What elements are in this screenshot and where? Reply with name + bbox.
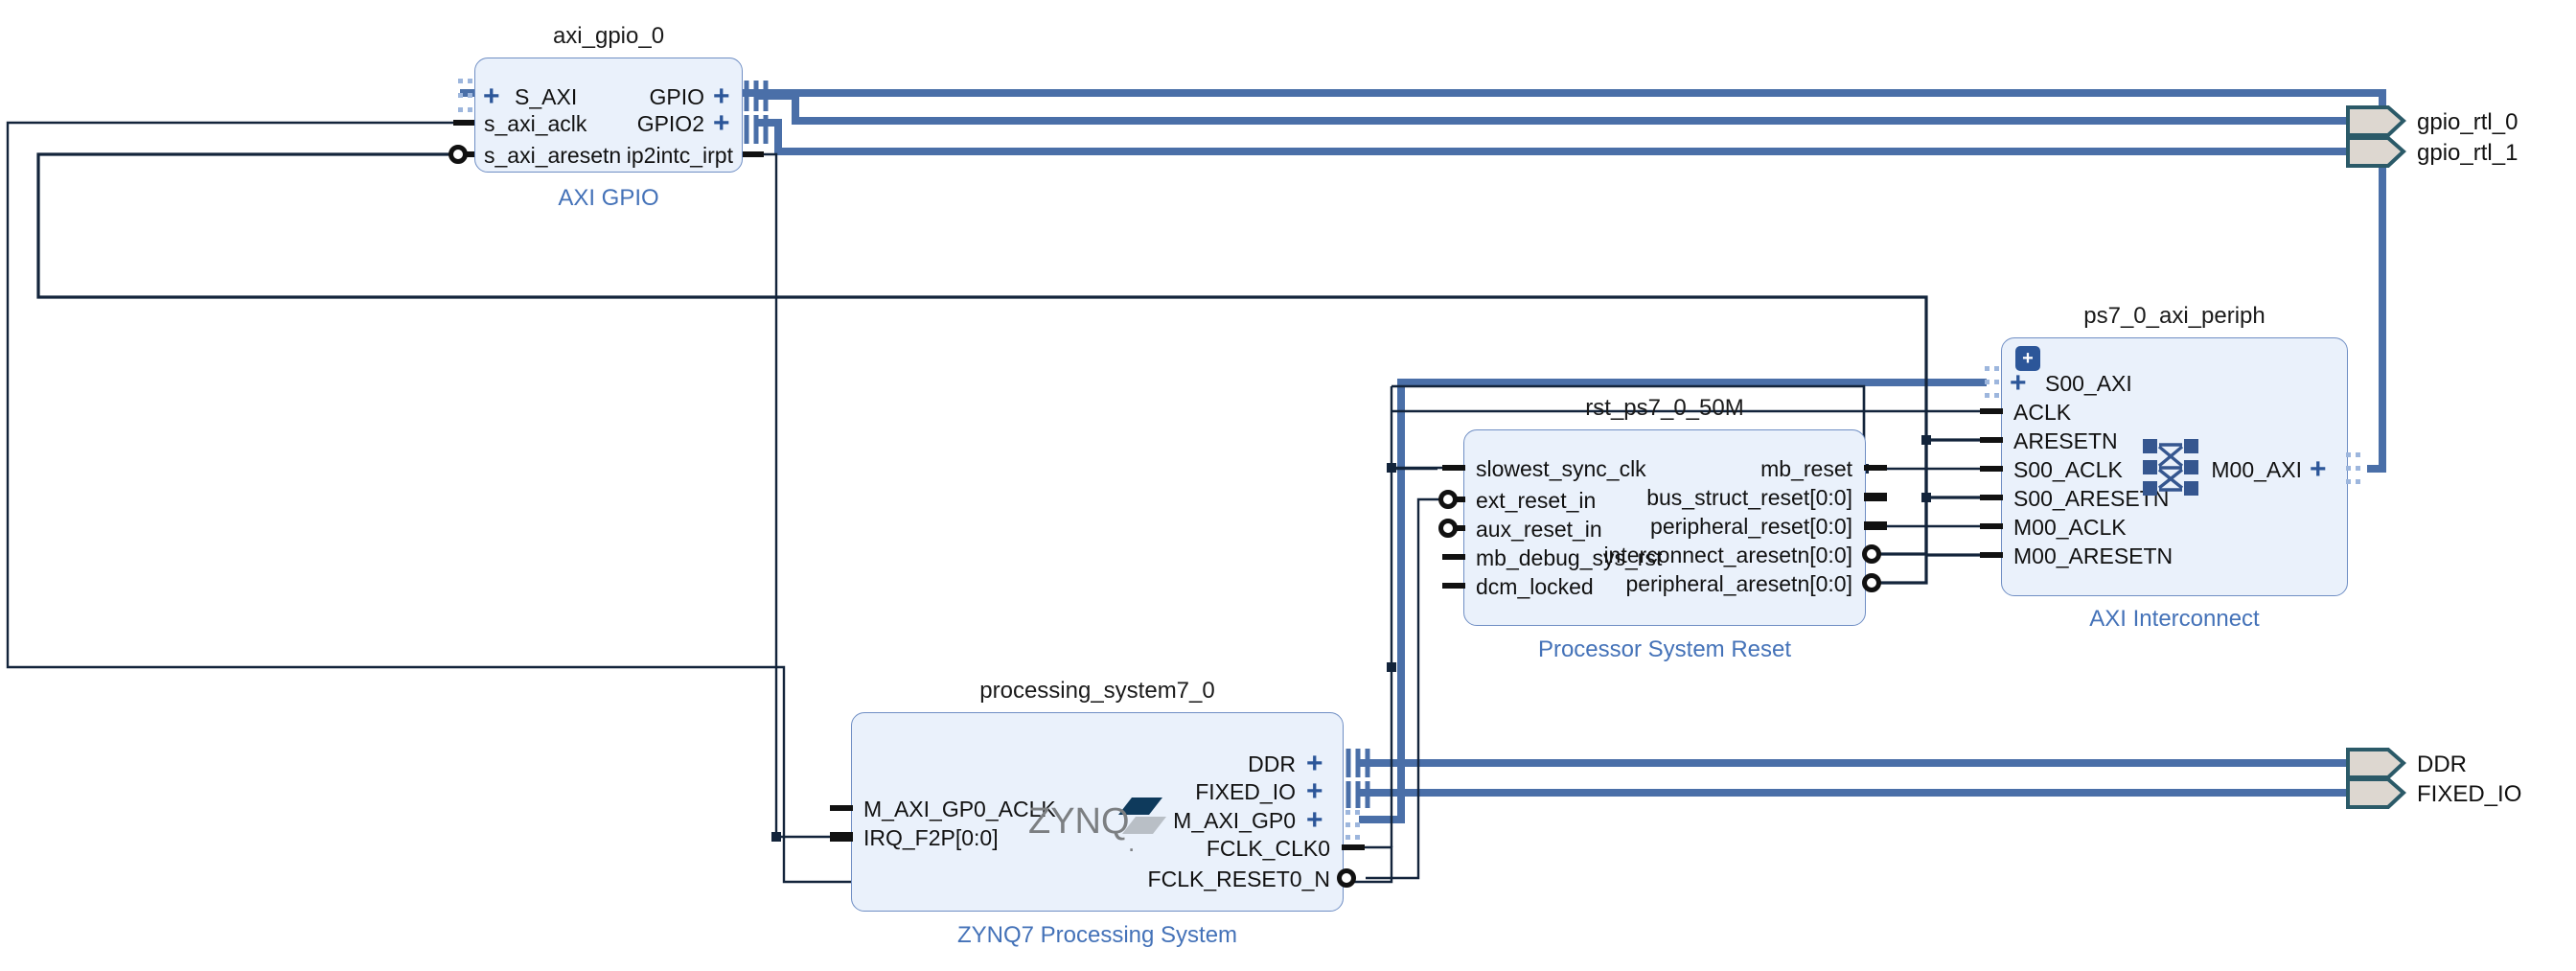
pin-marker-ext-reset-in [1438,490,1465,509]
crossbar-icon [2143,439,2198,496]
block-title-rst-ps7-0-50m: rst_ps7_0_50M [1585,395,1744,421]
pin-label-aux-reset-in: aux_reset_in [1476,517,1602,542]
pin-label-aclk: ACLK [2013,400,2072,425]
ext-port-label-gpio-rtl-0: gpio_rtl_0 [2417,109,2518,135]
pin-label-s-axi: S_AXI [515,84,578,109]
bus-pin-marker-gpio [744,81,769,111]
bus-pin-marker-ddr [1346,749,1370,777]
pin-marker-slowest-sync-clk [1442,465,1465,471]
ext-port-shape-gpio-rtl-0 [2346,105,2406,137]
plus-icon-fixed-io[interactable]: + [1306,775,1323,807]
pin-label-gpio: GPIO [649,84,704,109]
pin-label-s00-axi: S00_AXI [2045,371,2132,396]
plus-icon-gpio2[interactable]: + [713,107,730,139]
pin-label-m00-aclk: M00_ACLK [2013,515,2127,540]
zynq-logo-mark [1118,798,1166,834]
bus-pin-marker-gpio2 [744,115,769,144]
pin-label-fclk-reset0-n: FCLK_RESET0_N [1147,867,1330,891]
pin-label-gpio2: GPIO2 [636,111,704,136]
plus-icon-ddr[interactable]: + [1306,748,1323,779]
pin-marker-irq-f2p [830,832,853,842]
ext-port-label-ddr: DDR [2417,751,2467,777]
plus-icon-m00-axi[interactable]: + [2310,453,2327,485]
net-ip2intc-irpt-to-irq-f2p [757,152,837,839]
pin-marker-peripheral-aresetn [1862,573,1881,592]
bus-pin-marker-m-axi-gp0 [1346,810,1360,840]
pin-label-fixed-io: FIXED_IO [1195,779,1296,804]
ext-port-shape-ddr [2346,748,2406,779]
ext-port-label-gpio-rtl-1: gpio_rtl_1 [2417,140,2518,166]
plus-icon-s-axi[interactable]: + [483,81,500,112]
pin-marker-s00-aresetn [1980,495,2003,500]
pin-label-aresetn: ARESETN [2013,428,2118,453]
pin-label-s00-aresetn: S00_ARESETN [2013,486,2170,511]
pin-label-mb-debug-sys-rst: mb_debug_sys_rst [1476,545,1663,570]
pin-label-irq-f2p: IRQ_F2P[0:0] [863,825,999,850]
pin-marker-aresetn [1980,437,2003,443]
pin-marker-m00-aclk [1980,523,2003,529]
pin-label-dcm-locked: dcm_locked [1476,574,1594,599]
pin-label-ip2intc-irpt: ip2intc_irpt [626,143,733,168]
block-rst-ps7-0-50m[interactable] [1463,429,1866,626]
net-interconnect-aresetn [1874,438,1987,557]
pin-marker-s00-aclk [1980,466,2003,472]
plus-icon-gpio[interactable]: + [713,81,730,112]
zynq-logo: ZYNQ . [1028,794,1172,857]
block-subtitle-rst-ps7-0-50m: Processor System Reset [1537,636,1792,662]
pin-label-peripheral-reset: peripheral_reset[0:0] [1650,514,1852,539]
pin-marker-aclk [1980,408,2003,414]
pin-label-s-axi-aresetn: s_axi_aresetn [484,143,622,168]
pin-marker-s-axi-aclk [453,120,474,126]
block-subtitle-processing-system7-0: ZYNQ7 Processing System [956,922,1238,948]
pin-label-m-axi-gp0: M_AXI_GP0 [1173,808,1296,833]
net-gpio2-to-gpio-rtl-1 [757,119,2348,155]
expand-hierarchy-button[interactable]: + [2015,346,2040,371]
bus-pin-marker-fixed-io [1346,781,1370,808]
ext-port-shape-fixed-io [2346,777,2406,809]
pin-marker-aux-reset-in [1438,519,1465,538]
block-processing-system7-0[interactable] [851,712,1344,912]
plus-icon-m-axi-gp0[interactable]: + [1306,804,1323,836]
pin-label-interconnect-aresetn: interconnect_aresetn[0:0] [1603,543,1852,567]
pin-label-m00-axi: M00_AXI [2211,457,2302,482]
pin-marker-mb-debug-sys-rst [1442,554,1465,560]
bus-pin-marker-s00-axi [1985,366,1999,398]
pin-label-m00-aresetn: M00_ARESETN [2013,543,2174,568]
bus-pin-marker-s-axi [458,79,472,112]
pin-marker-m-axi-gp0-aclk [830,805,853,811]
pin-marker-m00-aresetn [1980,552,2003,558]
zynq-logo-dot: . [1128,828,1136,857]
pin-label-slowest-sync-clk: slowest_sync_clk [1476,456,1646,481]
pin-marker-dcm-locked [1442,583,1465,589]
pin-label-s-axi-aclk: s_axi_aclk [484,111,587,136]
pin-marker-mb-reset [1864,465,1887,471]
block-title-axi-gpio-0: axi_gpio_0 [552,23,665,49]
pin-label-peripheral-aresetn: peripheral_aresetn[0:0] [1625,571,1852,596]
pin-label-mb-reset: mb_reset [1760,456,1852,481]
zynq-logo-text: ZYNQ [1028,801,1130,842]
pin-label-bus-struct-reset: bus_struct_reset[0:0] [1646,485,1852,510]
net-fclk-reset0-n [1366,497,1449,880]
bus-pin-marker-m00-axi [2346,452,2360,484]
pin-label-fclk-clk0: FCLK_CLK0 [1206,836,1330,861]
pin-marker-peripheral-reset [1864,521,1887,530]
ext-port-shape-gpio-rtl-1 [2346,136,2406,168]
pin-label-s00-aclk: S00_ACLK [2013,457,2123,482]
plus-icon-s00-axi[interactable]: + [2010,367,2027,399]
block-title-ps7-0-axi-periph: ps7_0_axi_periph [2083,303,2266,329]
pin-marker-interconnect-aresetn [1862,544,1881,564]
pin-label-ext-reset-in: ext_reset_in [1476,488,1597,513]
pin-marker-s-axi-aresetn [448,145,474,164]
pin-marker-fclk-clk0 [1342,844,1365,850]
block-axi-gpio-0[interactable] [474,58,743,173]
ext-port-label-fixed-io: FIXED_IO [2417,781,2522,807]
block-subtitle-ps7-0-axi-periph: AXI Interconnect [2089,606,2260,632]
pin-label-ddr: DDR [1248,751,1296,776]
block-title-processing-system7-0: processing_system7_0 [979,678,1215,704]
pin-marker-ip2intc-irpt [743,151,764,157]
block-subtitle-axi-gpio-0: AXI GPIO [558,185,659,211]
net-gpio-to-gpio-rtl-0 [757,92,2348,125]
pin-marker-bus-struct-reset [1864,493,1887,501]
pin-label-m-axi-gp0-aclk: M_AXI_GP0_ACLK [863,797,1056,821]
